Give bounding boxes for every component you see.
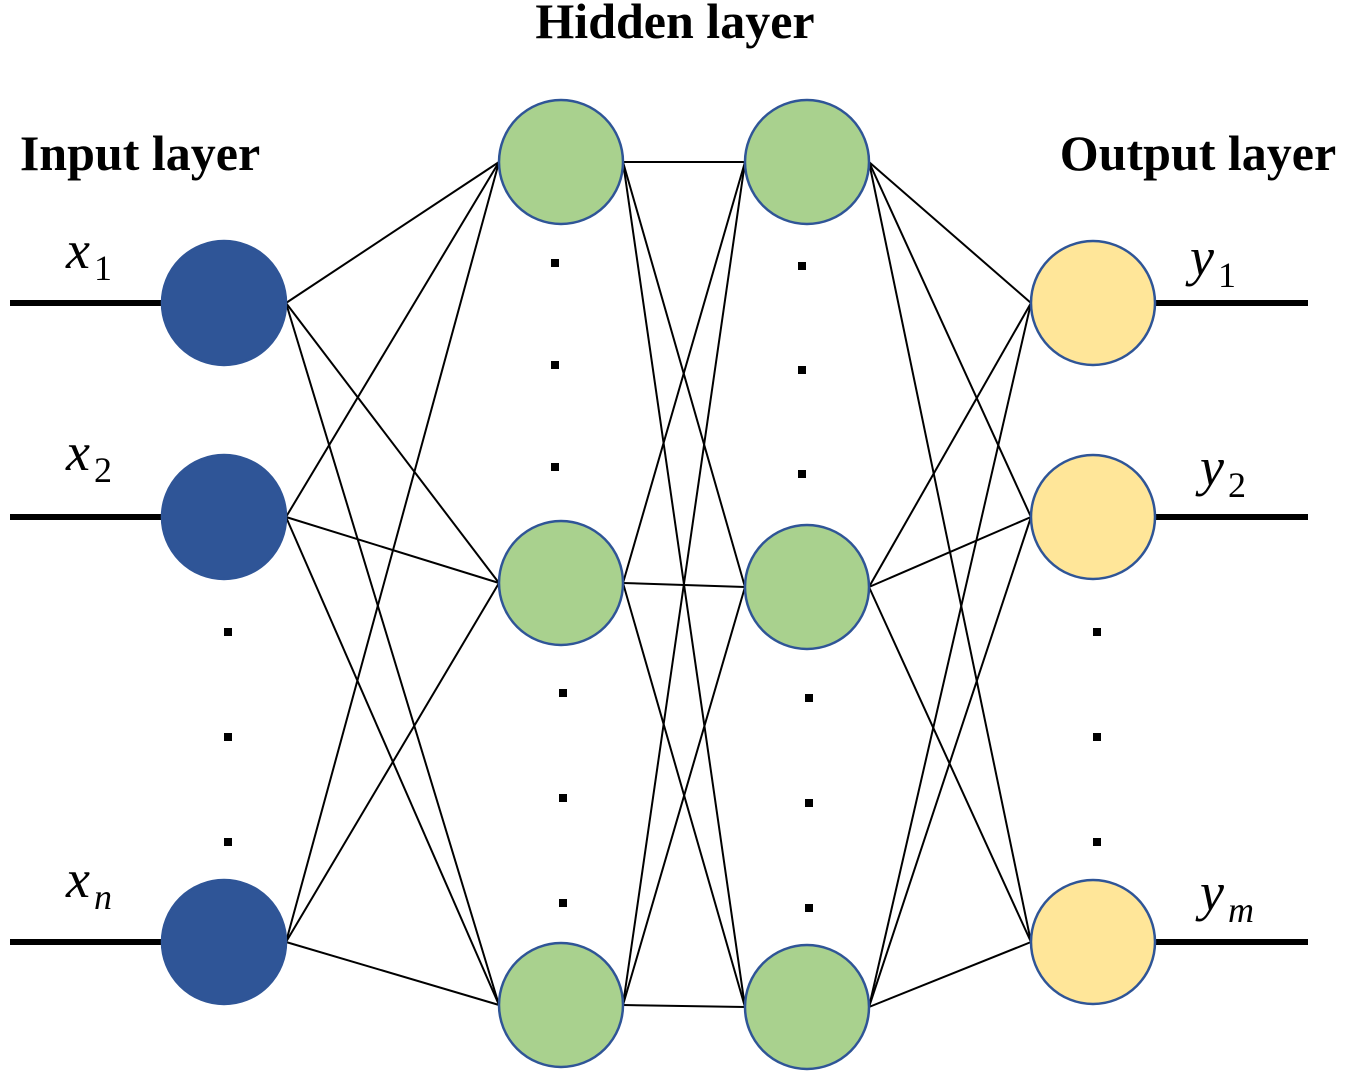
hidden2-output-edge-2-2 [868, 941, 1032, 1008]
hidden1-hidden2-edge-1-0 [622, 161, 746, 584]
input-hidden1-edge-2-2 [285, 941, 500, 1006]
io-lines [10, 300, 1308, 945]
output-node-1 [1029, 453, 1157, 581]
hidden2-output-edge-0-0 [868, 161, 1032, 304]
hidden2-lower-ellipsis-dot-0 [805, 694, 813, 702]
hidden2-output-edge-1-1 [868, 516, 1032, 588]
hidden1-hidden2-edge-2-0 [622, 161, 746, 1006]
input-ellipsis-dot-2 [224, 838, 232, 846]
hidden2-node-0 [743, 98, 871, 226]
output-layer-title: Output layer [1060, 125, 1336, 181]
output-ellipsis-dot-1 [1093, 733, 1101, 741]
hidden1-upper-ellipsis-dot-0 [551, 259, 559, 267]
output-ellipsis-dot-2 [1093, 838, 1101, 846]
input-node-1 [160, 453, 288, 581]
output-node-2 [1029, 878, 1157, 1006]
hidden1-lower-ellipsis-dot-2 [559, 899, 567, 907]
hidden1-upper-ellipsis-dot-2 [551, 463, 559, 471]
input-node-0 [160, 239, 288, 367]
input-label-1-base: x [65, 422, 90, 482]
hidden1-hidden2-edge-2-1 [622, 586, 746, 1006]
connection-edges [285, 161, 1032, 1008]
hidden2-node-1 [743, 523, 871, 651]
output-label-0-base: y [1185, 227, 1214, 287]
hidden2-output-edge-0-1 [868, 161, 1032, 518]
hidden-layer-title: Hidden layer [535, 0, 814, 49]
input-label-2-subscript: n [94, 877, 112, 917]
input-label-0-subscript: 1 [94, 248, 112, 288]
hidden2-upper-ellipsis-dot-0 [798, 262, 806, 270]
output-ellipsis-dot-0 [1093, 628, 1101, 636]
input-hidden1-edge-0-2 [285, 302, 500, 1006]
hidden1-node-1 [497, 519, 625, 647]
input-label-2-base: x [65, 849, 90, 909]
hidden2-lower-ellipsis-dot-2 [805, 904, 813, 912]
hidden1-upper-ellipsis-dot-1 [551, 361, 559, 369]
output-node-0 [1029, 239, 1157, 367]
hidden2-lower-ellipsis-dot-1 [805, 799, 813, 807]
hidden1-node-0 [497, 98, 625, 226]
hidden1-lower-ellipsis-dot-0 [559, 689, 567, 697]
hidden2-output-edge-2-1 [868, 516, 1032, 1008]
input-layer-title: Input layer [20, 125, 260, 181]
hidden2-upper-ellipsis-dot-2 [798, 470, 806, 478]
hidden1-hidden2-edge-2-2 [622, 1004, 746, 1008]
input-ellipsis-dot-1 [224, 733, 232, 741]
ellipsis-dots [224, 259, 1101, 912]
input-hidden1-edge-0-1 [285, 302, 500, 584]
input-hidden1-edge-0-0 [285, 161, 500, 304]
hidden1-lower-ellipsis-dot-1 [559, 794, 567, 802]
output-label-2-subscript: m [1228, 890, 1254, 930]
hidden1-node-2 [497, 941, 625, 1069]
output-label-1-subscript: 2 [1228, 465, 1246, 505]
input-hidden1-edge-2-1 [285, 582, 500, 943]
nodes [160, 98, 1157, 1071]
output-label-0-subscript: 1 [1218, 255, 1236, 295]
output-label-1-base: y [1195, 437, 1224, 497]
input-label-0-base: x [65, 220, 90, 280]
output-label-2-base: y [1195, 862, 1224, 922]
input-hidden1-edge-2-0 [285, 161, 500, 943]
input-node-2 [160, 878, 288, 1006]
hidden2-node-2 [743, 943, 871, 1071]
input-ellipsis-dot-0 [224, 628, 232, 636]
input-hidden1-edge-1-0 [285, 161, 500, 518]
hidden2-upper-ellipsis-dot-1 [798, 366, 806, 374]
input-label-1-subscript: 2 [94, 450, 112, 490]
hidden2-output-edge-1-0 [868, 302, 1032, 588]
hidden2-output-edge-2-0 [868, 302, 1032, 1008]
